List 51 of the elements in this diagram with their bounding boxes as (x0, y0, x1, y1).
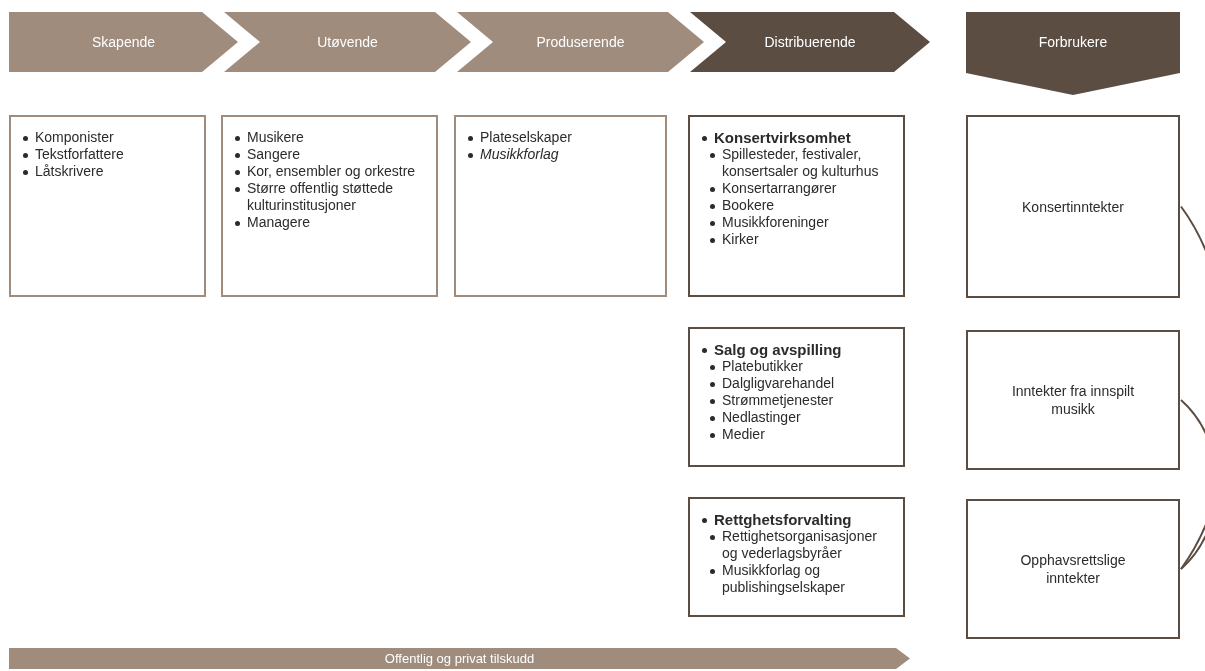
list-item: Større offentlig støttede kulturinstitusjoner (235, 180, 416, 214)
list-box (688, 327, 905, 467)
stage-label: Skapende (91, 32, 156, 52)
list-box (221, 115, 438, 297)
list-item: Komponister (23, 129, 184, 146)
stage-label: Offentlig og privat tilskudd (384, 649, 535, 668)
list-box (454, 115, 667, 297)
list-item: Bookere (710, 197, 883, 214)
list-box (9, 115, 206, 297)
list-item: Musikkforlag (468, 146, 645, 163)
stage-header (457, 12, 704, 72)
connector-curve (1180, 399, 1205, 570)
list-item: Dalgligvarehandel (710, 375, 883, 392)
stage-label: Produserende (536, 32, 625, 52)
list-item: Plateselskaper (468, 129, 645, 146)
funding-banner (9, 648, 910, 669)
box-label: Inntekter fra innspilt musikk (1010, 382, 1136, 418)
stage-header (9, 12, 238, 72)
list-item: Medier (710, 426, 883, 443)
revenue-box (966, 499, 1180, 639)
revenue-box (966, 115, 1180, 298)
list-item: Strømmetjenester (710, 392, 883, 409)
list-item: Nedlastinger (710, 409, 883, 426)
list-item: Rettighetsorganisasjoner og vederlagsbyråer (710, 528, 883, 562)
list-item: Sangere (235, 146, 416, 163)
stage-label: Utøvende (317, 32, 378, 52)
list-item: Låtskrivere (23, 163, 184, 180)
list-item: Kor, ensembler og orkestre (235, 163, 416, 180)
list-heading: Rettghetsforvalting (702, 511, 883, 528)
list-item: Kirker (710, 231, 883, 248)
connector-curve (1180, 205, 1205, 570)
stage-header (224, 12, 471, 72)
stage-label: Distribuerende (764, 32, 856, 52)
list-box (688, 115, 905, 297)
list-heading: Salg og avspilling (702, 341, 883, 358)
box-label: Opphavsrettslige inntekter (1019, 551, 1127, 587)
list-item: Tekstforfattere (23, 146, 184, 163)
list-item: Musikkforlag og publishingselskaper (710, 562, 883, 596)
list-item: Spillesteder, festivaler, konsertsaler og kulturhus (710, 146, 883, 180)
list-item: Musikkforeninger (710, 214, 883, 231)
list-item: Managere (235, 214, 416, 231)
stage-label: Forbrukere (1038, 32, 1108, 52)
list-heading: Konsertvirksomhet (702, 129, 883, 146)
list-item: Platebutikker (710, 358, 883, 375)
box-label: Konsertinntekter (1022, 197, 1124, 216)
stage-header (690, 12, 930, 72)
consumer-header (966, 12, 1180, 95)
revenue-box (966, 330, 1180, 470)
list-item: Musikere (235, 129, 416, 146)
list-item: Konsertarrangører (710, 180, 883, 197)
list-box (688, 497, 905, 617)
